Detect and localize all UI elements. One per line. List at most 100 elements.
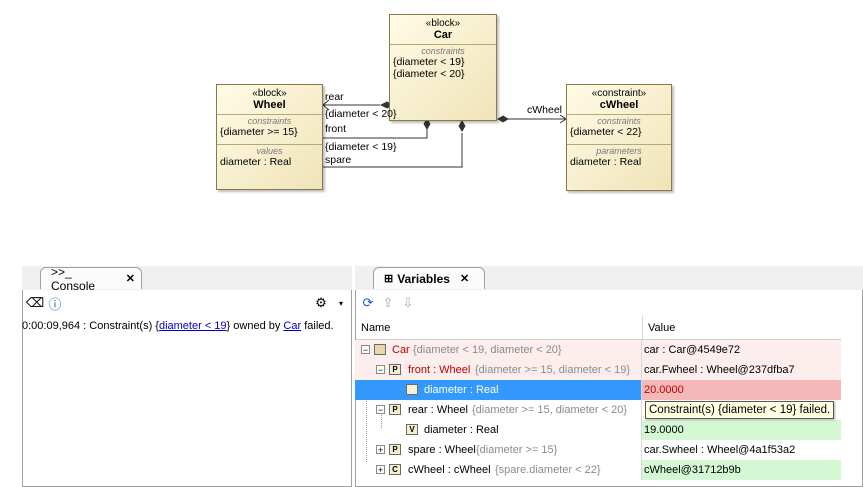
variables-close-icon[interactable]: ✕ — [459, 273, 470, 285]
constraint-failed-tooltip: Constraint(s) {diameter < 19} failed. — [645, 401, 835, 419]
spare-role-label: spare — [325, 154, 352, 166]
table-row[interactable]: − P rear : Wheel {diameter >= 15, diamet… — [355, 400, 841, 420]
console-close-icon[interactable]: ✕ — [125, 273, 135, 285]
console-menu: ⚙ ▾ — [312, 292, 352, 314]
wheel-constraints-title: constraints — [247, 116, 292, 126]
table-row[interactable]: V diameter : Real 20.0000 — [355, 380, 841, 400]
variables-icon: ⊞ — [384, 273, 394, 285]
chevron-down-icon[interactable]: ▾ — [338, 298, 343, 308]
row-constraints: {diameter >= 15} — [476, 444, 558, 456]
value-cell[interactable]: car.Fwheel : Wheel@237dfba7 — [641, 360, 841, 380]
console-panel — [22, 290, 352, 487]
value-cell[interactable]: car.Swheel : Wheel@4a1f53a2 — [641, 440, 841, 460]
cwheel-constraints-title: constraints — [597, 116, 641, 126]
row-name: spare : Wheel — [408, 444, 476, 456]
part-icon: P — [389, 444, 401, 455]
part-icon: P — [389, 404, 401, 415]
front-constraint-label: {diameter < 19} — [325, 141, 397, 153]
wheel-name: Wheel — [253, 99, 286, 111]
row-constraints: {diameter < 19, diameter < 20} — [413, 344, 562, 356]
value-icon: V — [406, 384, 418, 395]
cwheel-params-title: parameters — [596, 146, 642, 156]
cwheel-constraint-1: {diameter < 22} — [570, 126, 642, 138]
wheel-block[interactable]: «block» Wheel constraints {diameter >= 1… — [216, 84, 323, 190]
wheel-stereotype: «block» — [252, 88, 287, 99]
value-cell-failed[interactable]: 20.0000 — [641, 380, 841, 400]
car-constraint-2: {diameter < 20} — [393, 68, 465, 80]
row-constraints: {diameter >= 15, diameter < 20} — [472, 404, 628, 416]
wheel-values-title: values — [256, 146, 283, 156]
name-cell: + C cWheel : cWheel {spare.diameter < 22… — [355, 460, 641, 480]
value-cell-passed[interactable]: cWheel@31712b9b — [641, 460, 841, 480]
constraint-icon: C — [389, 464, 401, 475]
collapse-icon[interactable]: − — [361, 345, 370, 355]
table-row[interactable]: − Car {diameter < 19, diameter < 20} car… — [355, 340, 841, 360]
constraint-link[interactable]: diameter < 19 — [158, 320, 227, 332]
expand-icon[interactable]: + — [376, 465, 385, 475]
car-stereotype: «block» — [425, 18, 461, 29]
diagram-connectors — [322, 99, 567, 168]
cwheel-block[interactable]: «constraint» cWheel constraints {diamete… — [566, 84, 672, 191]
block-icon — [374, 344, 386, 355]
variables-toolbar: ⟳ ⇪ ⇩ — [359, 292, 419, 314]
cwheel-name: cWheel — [599, 99, 639, 111]
table-row[interactable]: − P front : Wheel {diameter >= 15, diame… — [355, 360, 841, 380]
wheel-value-1: diameter : Real — [220, 156, 292, 168]
column-header-value[interactable]: Value — [642, 316, 841, 340]
name-cell: V diameter : Real — [355, 380, 641, 400]
name-cell: + P spare : Wheel {diameter >= 15} — [355, 440, 641, 460]
refresh-icon[interactable]: ⟳ — [362, 295, 374, 310]
column-header-name[interactable]: Name — [356, 316, 642, 340]
row-name: rear : Wheel — [408, 404, 468, 416]
part-icon: P — [389, 364, 401, 375]
car-name: Car — [433, 29, 453, 41]
console-tab-label: >>_ Console — [51, 264, 96, 293]
name-cell: − P rear : Wheel {diameter >= 15, diamet… — [355, 400, 641, 420]
value-cell[interactable] — [641, 400, 841, 420]
name-cell: − P front : Wheel {diameter >= 15, diame… — [355, 360, 641, 380]
collapse-icon[interactable]: − — [376, 405, 385, 415]
front-role-label: front — [325, 123, 347, 135]
row-constraints: {diameter >= 15, diameter < 19} — [475, 364, 631, 376]
value-icon: V — [406, 424, 418, 435]
tree-guide — [381, 410, 382, 428]
cwheel-role-label: cWheel — [527, 104, 563, 116]
tab-variables[interactable]: ⊞ Variables ✕ — [373, 267, 485, 289]
gear-icon[interactable]: ⚙ — [315, 295, 327, 310]
collapse-icon[interactable]: − — [376, 365, 385, 375]
console-message: 0:00:09,964 : Constraint(s) {diameter < … — [22, 320, 334, 332]
console-middle: } owned by — [226, 320, 284, 332]
table-row[interactable]: + C cWheel : cWheel {spare.diameter < 22… — [355, 460, 841, 480]
row-name: cWheel : cWheel — [408, 464, 491, 476]
name-cell: V diameter : Real — [355, 420, 641, 440]
owner-link[interactable]: Car — [283, 320, 302, 332]
import-icon[interactable]: ⇩ — [402, 295, 414, 310]
eraser-icon[interactable]: ⌫ — [25, 295, 45, 310]
info-icon[interactable]: ⓘ — [48, 296, 62, 312]
car-constraints-title: constraints — [421, 46, 465, 56]
rear-constraint-label: {diameter < 20} — [325, 108, 397, 120]
row-name: front : Wheel — [408, 364, 471, 376]
row-name: diameter : Real — [424, 384, 499, 396]
value-cell[interactable]: car : Car@4549e72 — [641, 340, 841, 360]
tab-console[interactable]: >>_ Console ✕ — [40, 265, 142, 293]
name-cell: − Car {diameter < 19, diameter < 20} — [355, 340, 641, 360]
row-name: Car — [392, 344, 410, 356]
car-block[interactable]: «block» Car constraints {diameter < 19} … — [389, 14, 497, 121]
value-cell-passed[interactable]: 19.0000 — [641, 420, 841, 440]
console-toolbar: ⌫ ⓘ — [26, 292, 66, 314]
wheel-constraint-1: {diameter >= 15} — [220, 126, 298, 138]
row-constraints: {spare.diameter < 22} — [495, 464, 601, 476]
tree-guide — [366, 350, 367, 462]
export-icon[interactable]: ⇪ — [382, 295, 394, 310]
table-row[interactable]: V diameter : Real 19.0000 — [355, 420, 841, 440]
table-row[interactable]: + P spare : Wheel {diameter >= 15} car.S… — [355, 440, 841, 460]
row-name: diameter : Real — [424, 424, 499, 436]
car-constraint-1: {diameter < 19} — [393, 56, 465, 68]
cwheel-param-1: diameter : Real — [570, 156, 642, 168]
variables-tab-label: Variables — [397, 271, 450, 286]
console-prefix: 0:00:09,964 : Constraint(s) { — [22, 320, 159, 332]
expand-icon[interactable]: + — [376, 445, 385, 455]
cwheel-stereotype: «constraint» — [591, 88, 647, 99]
rear-role-label: rear — [325, 91, 344, 103]
